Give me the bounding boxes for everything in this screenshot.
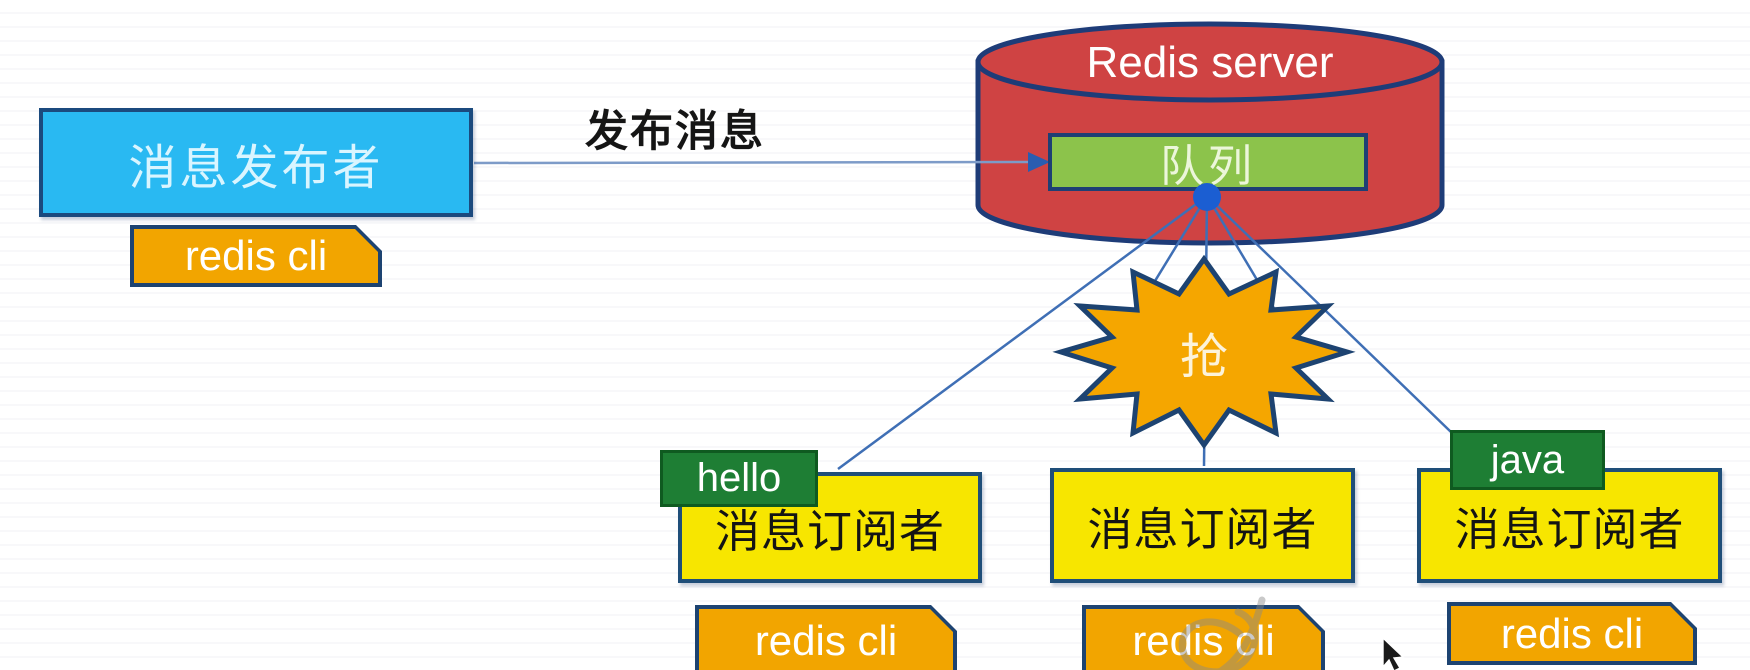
tag-fill: [134, 229, 378, 283]
channel-java-label: java: [1490, 437, 1565, 482]
publisher-client-label: redis cli: [184, 232, 328, 279]
tag-fill: [1451, 606, 1693, 661]
subscriber-2-label: 消息订阅者: [1087, 504, 1318, 555]
queue-label: 队列: [1160, 142, 1256, 191]
channel-hello-label: hello: [696, 456, 782, 500]
subscriber-box-2: 消息订阅者: [1050, 468, 1355, 583]
tag-fill: [1086, 609, 1321, 670]
subscriber-1-client-label: redis cli: [754, 617, 898, 664]
subscriber-3-label: 消息订阅者: [1454, 504, 1685, 555]
publisher-box: 消息发布者: [39, 108, 473, 217]
channel-tag-hello: hello: [660, 450, 818, 507]
queue-box: 队列: [1048, 133, 1368, 191]
subscriber-2-client-label: redis cli: [1132, 617, 1275, 664]
publish-arrow: [473, 152, 1050, 172]
publisher-redis-cli-tag: redis cli: [130, 225, 382, 287]
contend-label: 抢: [1179, 331, 1228, 384]
publisher-label: 消息发布者: [128, 141, 384, 195]
redis-server-title: Redis server: [1086, 38, 1334, 87]
subscriber-box-1: 消息订阅者: [678, 472, 982, 583]
channel-tag-java: java: [1450, 430, 1605, 490]
subscriber-1-label: 消息订阅者: [714, 506, 945, 557]
subscriber-1-redis-cli-tag: redis cli: [695, 605, 957, 670]
subscriber-2-redis-cli-tag: redis cli: [1082, 605, 1325, 670]
tag-fill: [699, 609, 953, 670]
publish-arrow-label: 发布消息: [585, 108, 765, 156]
subscriber-3-client-label: redis cli: [1500, 609, 1644, 657]
subscriber-3-redis-cli-tag: redis cli: [1447, 602, 1697, 665]
